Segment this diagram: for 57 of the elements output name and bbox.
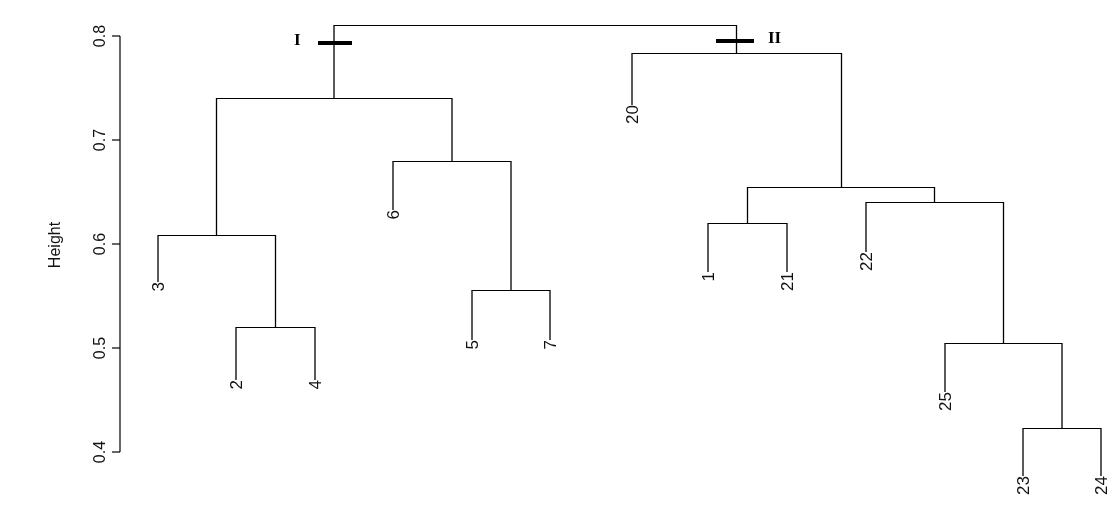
dendrogram-branch [1022,427,1024,477]
dendrogram-branch [707,222,709,273]
leaf-label: 20 [623,105,641,124]
dendrogram-branch [933,186,936,203]
merge-line [1023,428,1101,429]
dendrogram-branch [451,97,453,162]
cluster-label: I [294,31,301,48]
dendrogram-branch [549,289,551,341]
dendrogram-branch [392,160,394,211]
tick-label: 0.8 [92,24,108,48]
merge-line [158,235,275,236]
merge-line [393,161,511,162]
dendrogram-branch [215,97,218,236]
dendrogram-branch [746,186,749,224]
dendrogram-branch [865,201,867,253]
tick-label: 0.4 [92,440,108,464]
dendrogram-branch [314,326,316,381]
leaf-label: 2 [227,380,245,390]
merge-line [632,53,841,54]
dendrogram-branch [157,234,159,283]
merge-line [748,187,935,188]
dendrogram-branch [735,24,738,54]
dendrogram-branch [235,326,237,381]
leaf-label: 22 [857,252,875,271]
tick-label: 0.6 [92,232,108,256]
tick-label: 0.7 [92,128,108,152]
merge-line [472,290,550,291]
dendrogram-branch [944,342,946,393]
merge-line [216,98,452,99]
tick-label: 0.5 [92,336,108,360]
merge-line [708,223,787,224]
dendrogram-branch [1100,427,1102,477]
cluster-label: II [768,29,782,46]
leaf-label: 24 [1092,476,1110,495]
dendrogram-branch [1061,342,1063,429]
leaf-label: 3 [149,282,167,292]
merge-line [945,343,1062,344]
dendrogram-branch [631,52,633,106]
dendrogram-branch [786,222,788,273]
leaf-label: 5 [463,340,481,350]
dendrogram-branch [471,289,473,341]
leaf-label: 1 [699,272,717,282]
merge-line [236,327,315,328]
dendrogram-branch [333,24,335,99]
leaf-label: 4 [306,380,324,390]
dendrogram-branch [274,234,277,328]
axis-title: Height [47,221,63,269]
dendrogram-branch [510,160,512,291]
merge-line [866,202,1003,203]
leaf-label: 6 [384,210,402,220]
dendrogram-branch [1002,201,1005,344]
leaf-label: 21 [778,272,796,291]
leaf-label: 25 [936,392,954,411]
merge-line [334,25,737,26]
leaf-label: 23 [1014,476,1032,495]
leaf-label: 7 [541,340,559,350]
dendrogram-branch [840,52,843,188]
